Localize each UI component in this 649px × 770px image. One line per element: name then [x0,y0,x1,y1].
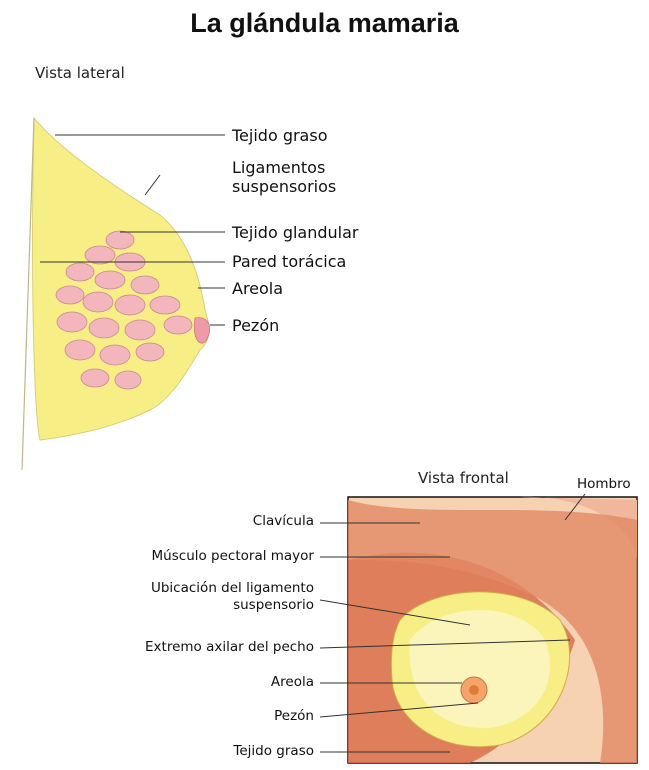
frontal-view-heading: Vista frontal [418,469,509,487]
label-ligament-location-line1: Ubicación del ligamento [100,580,314,597]
label-fat-tissue-frontal: Tejido graso [100,743,314,760]
label-glandular-tissue: Tejido glandular [232,223,359,242]
label-nipple-frontal: Pezón [100,708,314,725]
label-fat-tissue-lateral: Tejido graso [232,126,327,145]
label-shoulder: Hombro [577,476,631,493]
label-areola-lateral: Areola [232,279,283,298]
label-suspensory-ligaments-line2: suspensorios [232,177,336,196]
label-axillary-tail: Extremo axilar del pecho [100,639,314,656]
label-pectoralis-major: Músculo pectoral mayor [100,548,314,565]
frontal-nipple-shape [469,685,479,695]
label-nipple-lateral: Pezón [232,316,279,335]
label-ligament-location-line2: suspensorio [100,597,314,614]
lateral-view-heading: Vista lateral [35,64,125,82]
label-chest-wall: Pared torácica [232,252,346,271]
label-suspensory-ligaments-line1: Ligamentos [232,158,325,177]
label-areola-frontal: Areola [100,674,314,691]
label-clavicle: Clavícula [100,513,314,530]
